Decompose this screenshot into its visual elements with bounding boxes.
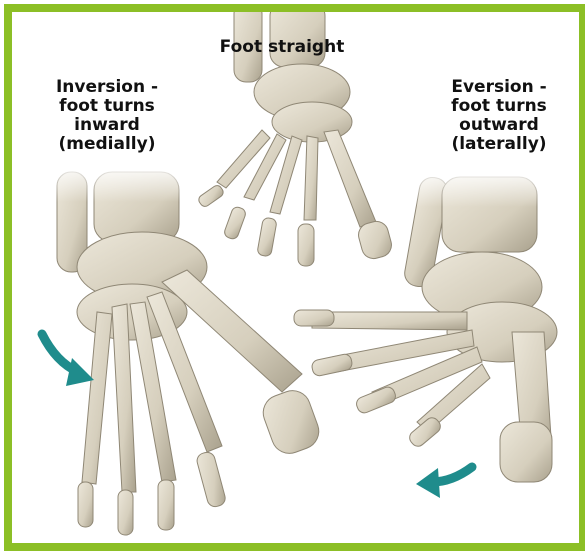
- outward-arrow-icon: [416, 467, 472, 498]
- label-inversion: Inversion - foot turns inward (medially): [32, 78, 182, 154]
- label-line: inward: [32, 116, 182, 135]
- label-line: (laterally): [424, 135, 574, 154]
- label-eversion: Eversion - foot turns outward (laterally…: [424, 78, 574, 154]
- label-line: Inversion -: [32, 78, 182, 97]
- label-line: Foot straight: [197, 38, 367, 57]
- label-line: (medially): [32, 135, 182, 154]
- label-foot-straight: Foot straight: [197, 38, 367, 57]
- foot-inversion-bones: [57, 172, 324, 535]
- label-line: outward: [424, 116, 574, 135]
- foot-eversion-bones: [294, 175, 557, 482]
- label-line: foot turns: [424, 97, 574, 116]
- figure-frame: Foot straight Inversion - foot turns inw…: [4, 4, 585, 551]
- inward-arrow-icon: [42, 334, 94, 386]
- label-line: Eversion -: [424, 78, 574, 97]
- label-line: foot turns: [32, 97, 182, 116]
